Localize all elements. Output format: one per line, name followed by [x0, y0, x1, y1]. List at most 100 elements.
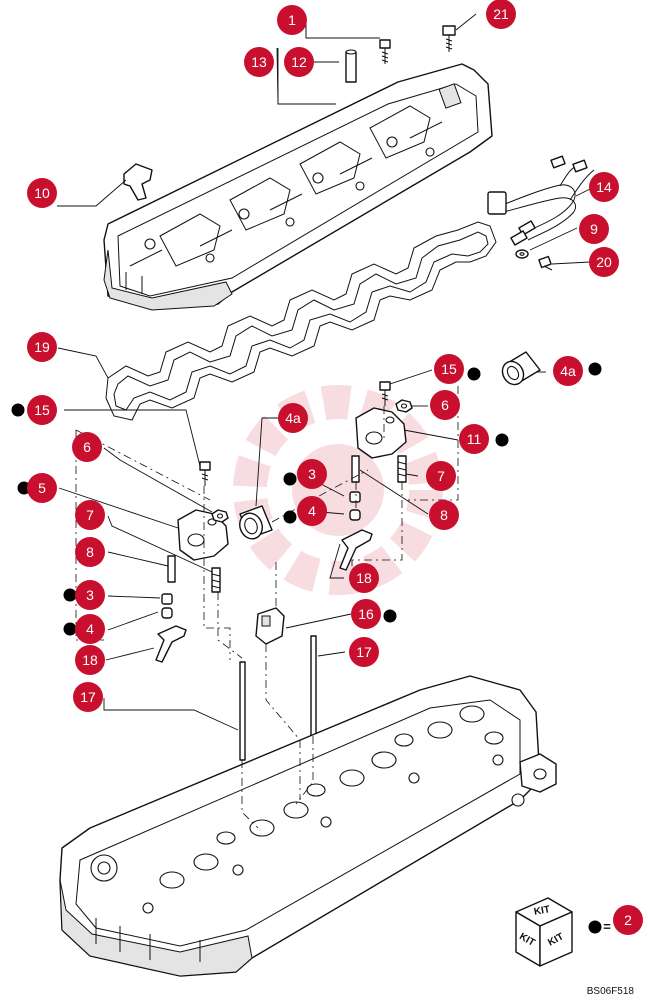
- callout-circle: [284, 47, 314, 77]
- bracket-18-right: [339, 529, 373, 571]
- bolt-20: [538, 255, 553, 271]
- callout-6: 6: [72, 432, 102, 462]
- callout-label: 16: [358, 606, 374, 622]
- connector-16: [255, 607, 285, 645]
- callout-7: 7: [426, 461, 456, 491]
- stud-7-right: [397, 455, 407, 483]
- callout-label: 6: [83, 439, 91, 455]
- callout-label: 18: [356, 570, 372, 586]
- callout-17: 17: [73, 682, 103, 712]
- callout-11: 11: [459, 424, 489, 454]
- callout-circle: [430, 390, 460, 420]
- sleeve-12: [345, 49, 357, 83]
- leader-lines: [57, 13, 593, 731]
- callout-circle: [27, 473, 57, 503]
- callout-circle: [297, 459, 327, 489]
- callout-label: 13: [251, 54, 267, 70]
- valve-cover: [103, 63, 493, 311]
- callout-18: 18: [349, 563, 379, 593]
- cylinder-head: [59, 675, 557, 977]
- callout-circle: [75, 645, 105, 675]
- bolt-21: [442, 25, 456, 52]
- kit-legend: KIT KIT KIT = 2: [515, 897, 643, 967]
- callout-circle: [429, 500, 459, 530]
- seal-4-left: [161, 607, 173, 619]
- clip-10: [123, 163, 153, 201]
- callout-label: 1: [288, 12, 296, 28]
- callout-circle: [589, 247, 619, 277]
- callout-label: 19: [34, 339, 50, 355]
- callout-circle: [553, 356, 583, 386]
- callout-15: 15: [27, 395, 57, 425]
- callout-circle: [297, 496, 327, 526]
- callout-6: 6: [430, 390, 460, 420]
- callout-circle: [349, 563, 379, 593]
- callout-label: 9: [590, 221, 598, 237]
- callout-20: 20: [589, 247, 619, 277]
- callout-4: 4: [297, 496, 327, 526]
- pin-8-right: [351, 455, 360, 483]
- callout-16: 16: [351, 599, 381, 629]
- rocker-bridge-11: [355, 407, 407, 459]
- callout-10: 10: [27, 178, 57, 208]
- callout-circle: [27, 332, 57, 362]
- callout-label: 17: [80, 689, 96, 705]
- callout-label: 12: [291, 54, 307, 70]
- callout-label: 11: [467, 431, 482, 447]
- kit-legend-marker: [588, 920, 602, 934]
- pin-8-left: [167, 555, 176, 583]
- callout-circle: [72, 432, 102, 462]
- rocker-bridge-5: [177, 509, 229, 561]
- callout-circle: [244, 47, 274, 77]
- wiring-harness-14: [487, 155, 595, 246]
- callout-label: 8: [440, 507, 448, 523]
- kit-legend-callout-label: 2: [624, 912, 632, 928]
- callout-label: 6: [441, 397, 449, 413]
- callout-circle: [73, 682, 103, 712]
- seal-4-right: [349, 509, 361, 521]
- callout-label: 7: [437, 468, 445, 484]
- kit-box-icon: KIT KIT KIT: [515, 897, 573, 967]
- nut-6-left: [211, 509, 229, 523]
- callout-9: 9: [579, 214, 609, 244]
- callout-4a: 4a: [553, 356, 583, 386]
- callout-circle: [589, 172, 619, 202]
- callout-1: 1: [277, 5, 307, 35]
- callout-label: 18: [82, 652, 98, 668]
- callout-label: 10: [34, 185, 50, 201]
- callout-circle: [349, 637, 379, 667]
- bushing-4a-left: [239, 505, 273, 540]
- callout-circle: [579, 214, 609, 244]
- callout-circle: [277, 5, 307, 35]
- kit-label-top: KIT: [533, 904, 551, 918]
- callout-circle: [278, 403, 308, 433]
- callout-label: 7: [86, 507, 94, 523]
- callout-4: 4: [75, 614, 105, 644]
- kit-legend-equals: =: [603, 919, 611, 934]
- callout-circle: [27, 395, 57, 425]
- kit-markers: [11, 362, 602, 636]
- cap-3-left: [161, 593, 173, 605]
- callout-circle: [351, 599, 381, 629]
- callout-circle: [434, 354, 464, 384]
- nut-6-right: [395, 399, 413, 413]
- bushing-4a-right: [501, 351, 541, 386]
- push-rod-17-right: [310, 635, 317, 737]
- callout-5: 5: [27, 473, 57, 503]
- callout-circle: [486, 0, 516, 29]
- callout-label: 15: [34, 402, 50, 418]
- callout-7: 7: [75, 500, 105, 530]
- callout-12: 12: [284, 47, 314, 77]
- callout-circle: [75, 500, 105, 530]
- callout-19: 19: [27, 332, 57, 362]
- callout-label: 8: [86, 544, 94, 560]
- callout-21: 21: [486, 0, 516, 29]
- callout-circle: [459, 424, 489, 454]
- washer-9: [515, 249, 529, 259]
- callout-circle: [75, 580, 105, 610]
- callout-label: 3: [308, 466, 316, 482]
- bolt-15-left: [199, 461, 211, 486]
